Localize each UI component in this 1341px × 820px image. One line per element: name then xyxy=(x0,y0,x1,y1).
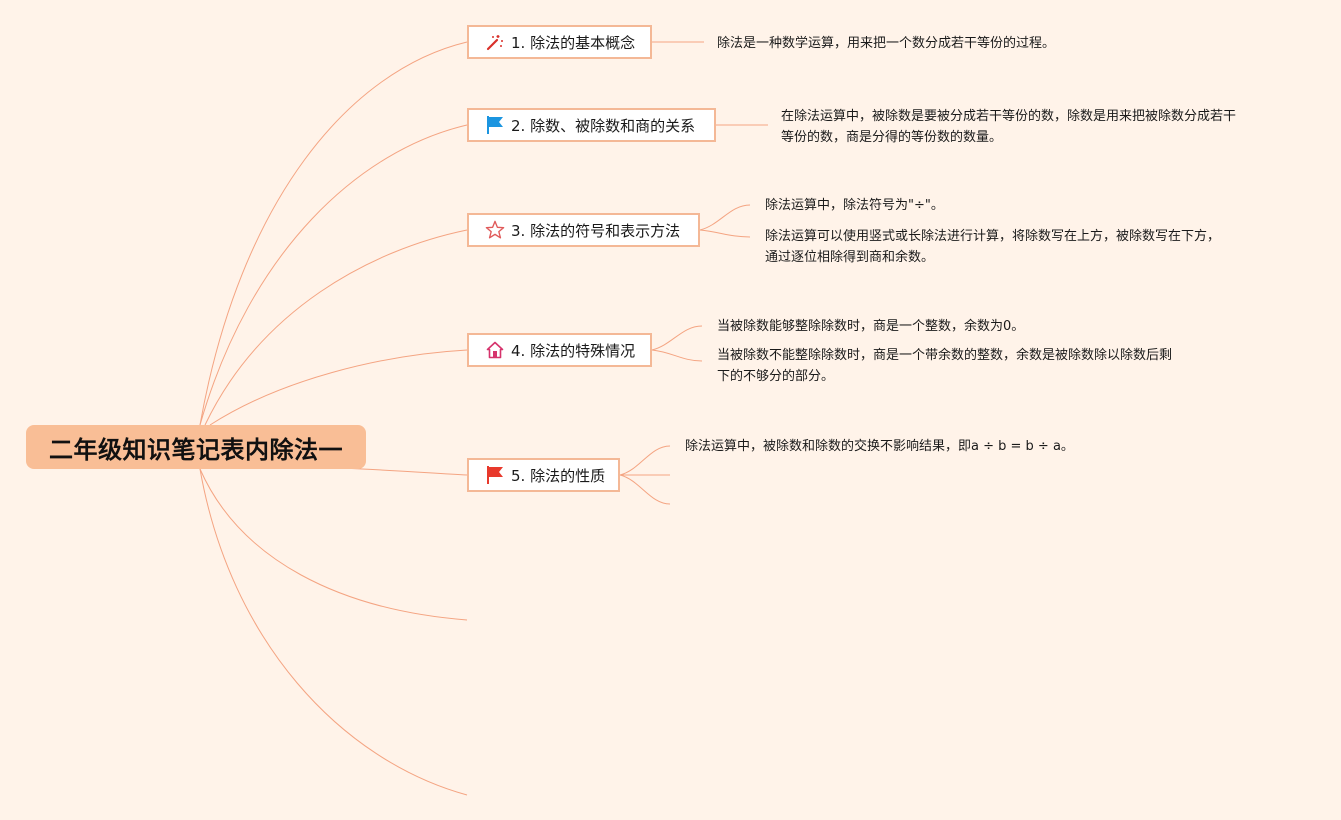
connector-root-topic-3 xyxy=(204,229,468,426)
connector-topic-4-detail-1 xyxy=(651,325,703,351)
connector-topic-5-detail-3 xyxy=(619,474,671,505)
connector-root-empty-2 xyxy=(199,468,468,796)
star-icon xyxy=(485,220,505,240)
topic-special-cases[interactable]: 4. 除法的特殊情况 xyxy=(467,333,652,367)
detail-special-cases-1: 当被除数能够整除除数时，商是一个整数，余数为0。 xyxy=(717,319,1025,334)
house-icon xyxy=(485,340,505,360)
detail-properties-1: 除法运算中，被除数和除数的交换不影响结果，即a ÷ b = b ÷ a。 xyxy=(685,439,1074,454)
root-topic[interactable]: 二年级知识笔记表内除法一 xyxy=(26,425,366,469)
topic-special-cases-label: 4. 除法的特殊情况 xyxy=(511,341,636,360)
red-flag-icon xyxy=(485,465,505,485)
magic-wand-icon xyxy=(485,32,505,52)
detail-line: 在除法运算中，被除数是要被分成若干等份的数，除数是用来把被除数分成若干 xyxy=(781,109,1237,124)
connector-root-topic-4 xyxy=(209,349,468,426)
detail-line: 除法运算可以使用竖式或长除法进行计算，将除数写在上方，被除数写在下方， xyxy=(765,229,1221,244)
detail-line: 等份的数，商是分得的等份数的数量。 xyxy=(781,130,1003,145)
detail-line: 通过逐位相除得到商和余数。 xyxy=(765,250,935,265)
connector-topic-3-detail-1 xyxy=(699,204,751,231)
detail-symbol-notation-1: 除法运算中，除法符号为"÷"。 xyxy=(765,198,944,213)
topic-symbol-notation-label: 3. 除法的符号和表示方法 xyxy=(511,221,681,240)
topic-properties[interactable]: 5. 除法的性质 xyxy=(467,458,620,492)
detail-divisor-relationship-1: 在除法运算中，被除数是要被分成若干等份的数，除数是用来把被除数分成若干 等份的数… xyxy=(781,106,1236,148)
connector-root-empty-1 xyxy=(199,468,468,621)
topic-symbol-notation[interactable]: 3. 除法的符号和表示方法 xyxy=(467,213,700,247)
topic-basic-concept[interactable]: 1. 除法的基本概念 xyxy=(467,25,652,59)
connector-topic-3-detail-2 xyxy=(699,229,751,238)
topic-basic-concept-label: 1. 除法的基本概念 xyxy=(511,33,636,52)
connector-root-topic-2 xyxy=(199,124,468,426)
connector-root-topic-1 xyxy=(199,41,468,426)
connector-root-topic-5 xyxy=(339,467,468,476)
detail-symbol-notation-2: 除法运算可以使用竖式或长除法进行计算，将除数写在上方，被除数写在下方， 通过逐位… xyxy=(765,226,1220,268)
topic-properties-label: 5. 除法的性质 xyxy=(511,466,606,485)
detail-line: 下的不够分的部分。 xyxy=(717,369,835,384)
connector-topic-5-detail-1 xyxy=(619,445,671,476)
connector-topic-4-detail-2 xyxy=(651,349,703,362)
blue-flag-icon xyxy=(485,115,505,135)
root-topic-label: 二年级知识笔记表内除法一 xyxy=(49,435,343,464)
topic-divisor-relationship-label: 2. 除数、被除数和商的关系 xyxy=(511,116,696,135)
topic-divisor-relationship[interactable]: 2. 除数、被除数和商的关系 xyxy=(467,108,716,142)
detail-line: 当被除数不能整除除数时，商是一个带余数的整数，余数是被除数除以除数后剩 xyxy=(717,348,1173,363)
detail-special-cases-2: 当被除数不能整除除数时，商是一个带余数的整数，余数是被除数除以除数后剩 下的不够… xyxy=(717,345,1172,387)
detail-basic-concept-1: 除法是一种数学运算，用来把一个数分成若干等份的过程。 xyxy=(717,36,1056,51)
